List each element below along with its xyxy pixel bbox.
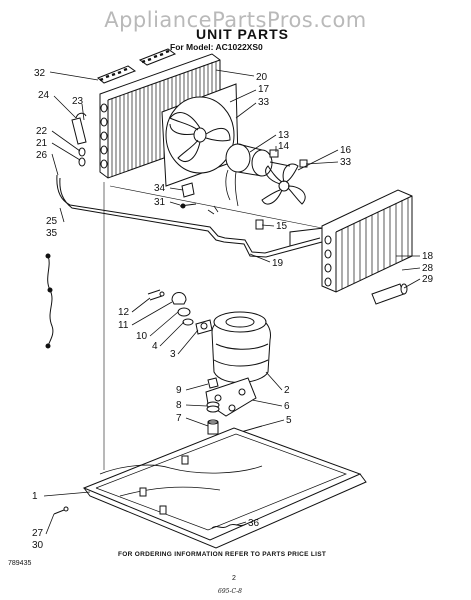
callout-30: 30 [32,540,44,551]
callout-28: 28 [422,263,434,274]
callout-26: 26 [36,150,48,161]
callout-14: 14 [278,141,290,152]
handwritten-note: 695-C-8 [218,588,242,595]
page-number: 2 [232,575,236,582]
callout-6: 6 [284,401,290,412]
callout-13: 13 [278,130,290,141]
leader-lines [43,69,421,535]
tube-clips [78,147,86,167]
callout-29: 29 [422,274,434,285]
fan-shroud [161,83,239,187]
callout-15: 15 [276,221,288,232]
callout-1: 1 [32,491,38,502]
callout-5: 5 [286,415,292,426]
base-bracket [211,523,247,529]
screw [179,203,219,215]
top-block-left [97,65,137,84]
evaporator-coil [321,189,413,293]
callout-4: 4 [152,341,158,352]
reference-line [103,182,323,470]
hardware-3 [195,319,213,335]
callout-33-fan: 33 [340,157,352,168]
fan-motor [225,143,291,207]
capillary-tube [56,174,325,258]
diagram-title: UNIT PARTS [196,26,289,42]
mount-grommet [206,401,220,413]
callout-19: 19 [272,258,284,269]
drain-tube [71,112,87,145]
hardware-12 [147,289,165,301]
callout-labels: 32 20 24 23 17 33 22 21 26 13 14 16 33 3… [32,68,434,551]
callout-10: 10 [136,331,148,342]
watermark: AppliancePartsPros.com [104,8,367,32]
callout-21: 21 [36,138,48,149]
callout-24: 24 [38,90,50,101]
callout-2: 2 [284,385,290,396]
top-block-right [138,48,177,66]
hardware-11 [171,292,187,305]
callout-22: 22 [36,126,48,137]
hardware-10 [177,307,191,317]
callout-9: 9 [176,385,182,396]
model-label: For Model: AC1022XS0 [170,42,263,52]
hardware-4 [182,318,194,326]
callout-35: 35 [46,228,58,239]
callout-17: 17 [258,84,270,95]
callout-11: 11 [118,320,129,331]
callout-20: 20 [256,72,268,83]
callout-3: 3 [170,349,176,360]
base-pan [82,427,367,549]
callout-31: 31 [154,197,166,208]
compressor [211,311,271,384]
mount-nut [207,377,219,389]
callout-16: 16 [340,145,352,156]
wire-harness [45,253,54,349]
mount-spacer [207,419,219,435]
tube-clamp [255,219,264,230]
callout-12: 12 [118,307,130,318]
callout-7: 7 [176,413,182,424]
callout-36: 36 [248,518,260,529]
callout-23: 23 [72,96,84,107]
ordering-note: FOR ORDERING INFORMATION REFER TO PARTS … [118,551,327,558]
sensor-bulb [371,283,408,305]
callout-8: 8 [176,400,182,411]
mounting-clip [181,182,195,198]
base-screw [53,506,69,515]
callout-18: 18 [422,251,434,262]
callout-25: 25 [46,216,58,227]
callout-27: 27 [32,528,44,539]
callout-33-top: 33 [258,97,270,108]
illustration-code: 789435 [8,560,32,567]
fan-blade [261,163,306,205]
callout-32: 32 [34,68,46,79]
callout-34: 34 [154,183,166,194]
